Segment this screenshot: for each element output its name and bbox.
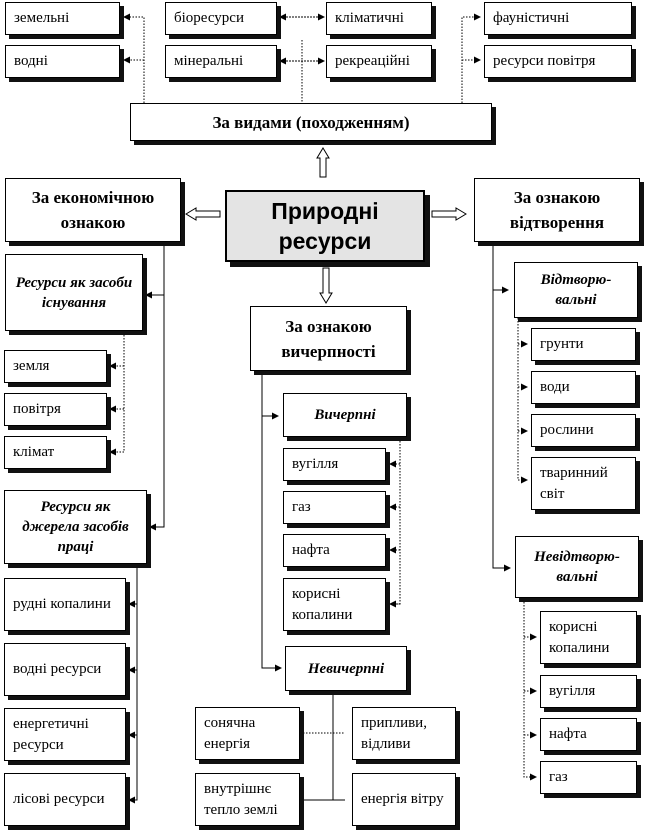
- subsistence-title: Ресурси як засоби існування: [15, 274, 133, 311]
- means-of-labor-item-label: енергетичні ресурси: [13, 715, 89, 753]
- central-node: Природні ресурси: [225, 190, 425, 262]
- means-of-labor-item: рудні копалини: [4, 578, 126, 631]
- renewable-item: води: [531, 371, 636, 404]
- type-item-label: водні: [14, 53, 48, 69]
- inexhaustible-item-label: енергія вітру: [361, 791, 444, 807]
- inexhaustible-item: припливи, відливи: [352, 707, 456, 760]
- means-of-labor-group: Ресурси як джерела засобів праці: [4, 490, 147, 564]
- economic-header: За економічною ознакою: [5, 178, 181, 242]
- means-of-labor-title: Ресурси як джерела засобів праці: [22, 499, 129, 555]
- type-item-label: земельні: [14, 10, 70, 26]
- central-node-label: Природні ресурси: [271, 198, 379, 254]
- type-item-label: рекреаційні: [335, 53, 410, 69]
- exhaustibility-title: За ознакою вичерпності: [281, 316, 376, 361]
- inexhaustible-item-label: припливи, відливи: [361, 714, 427, 752]
- type-item: ресурси повітря: [484, 45, 632, 78]
- nonrenewable-title: Невідтворю-вальні: [534, 549, 620, 585]
- exhaustible-item-label: газ: [292, 499, 311, 515]
- means-of-labor-item-label: водні ресурси: [13, 661, 102, 677]
- type-item: фауністичні: [484, 2, 632, 35]
- renewable-title: Відтворю-вальні: [540, 272, 612, 308]
- renewable-item: тваринний світ: [531, 457, 636, 510]
- type-item: мінеральні: [165, 45, 277, 78]
- type-item-label: біоресурси: [174, 10, 244, 26]
- type-item: біоресурси: [165, 2, 277, 35]
- inexhaustible-group: Невичерпні: [285, 646, 407, 691]
- type-item: кліматичні: [326, 2, 432, 35]
- economic-title: За економічною ознакою: [31, 188, 155, 232]
- nonrenewable-item-label: вугілля: [549, 683, 596, 699]
- renewable-item-label: рослини: [540, 422, 594, 438]
- nonrenewable-item: газ: [540, 761, 637, 794]
- type-item: рекреаційні: [326, 45, 432, 78]
- nonrenewable-item-label: газ: [549, 769, 568, 785]
- type-item: водні: [5, 45, 120, 78]
- renewable-item: грунти: [531, 328, 636, 361]
- exhaustible-item: корисні копалини: [283, 578, 386, 631]
- nonrenewable-item: нафта: [540, 718, 637, 751]
- subsistence-item-label: клімат: [13, 444, 55, 460]
- subsistence-item-label: земля: [13, 358, 50, 374]
- inexhaustible-item: сонячна енергія: [195, 707, 300, 760]
- means-of-labor-item: лісові ресурси: [4, 773, 126, 826]
- nonrenewable-group: Невідтворю-вальні: [515, 536, 639, 598]
- subsistence-group: Ресурси як засоби існування: [5, 254, 143, 331]
- renewal-title: За ознакою відтворення: [509, 188, 605, 232]
- by-type-header: За видами (походженням): [130, 103, 492, 141]
- subsistence-item: земля: [4, 350, 107, 383]
- renewable-group: Відтворю-вальні: [514, 262, 638, 318]
- exhaustible-group: Вичерпні: [283, 393, 407, 437]
- subsistence-item: повітря: [4, 393, 107, 426]
- renewal-header: За ознакою відтворення: [474, 178, 640, 242]
- nonrenewable-item-label: нафта: [549, 726, 587, 742]
- exhaustible-item-label: нафта: [292, 542, 330, 558]
- exhaustible-item: нафта: [283, 534, 386, 567]
- means-of-labor-item: енергетичні ресурси: [4, 708, 126, 761]
- nonrenewable-item-label: корисні копалини: [549, 618, 610, 656]
- type-item-label: фауністичні: [493, 10, 570, 26]
- nonrenewable-item: корисні копалини: [540, 611, 637, 664]
- nonrenewable-item: вугілля: [540, 675, 637, 708]
- inexhaustible-item: внутрішнє тепло землі: [195, 773, 300, 826]
- means-of-labor-item: водні ресурси: [4, 643, 126, 696]
- renewable-item-label: тваринний світ: [540, 464, 608, 502]
- inexhaustible-item-label: сонячна енергія: [204, 714, 256, 752]
- exhaustible-item: вугілля: [283, 448, 386, 481]
- type-item-label: мінеральні: [174, 53, 244, 69]
- inexhaustible-item: енергія вітру: [352, 773, 456, 826]
- exhaustible-item-label: корисні копалини: [292, 585, 353, 623]
- renewable-item: рослини: [531, 414, 636, 447]
- type-item-label: ресурси повітря: [493, 53, 596, 69]
- subsistence-item-label: повітря: [13, 401, 61, 417]
- inexhaustible-title: Невичерпні: [307, 660, 385, 677]
- renewable-item-label: грунти: [540, 336, 584, 352]
- subsistence-item: клімат: [4, 436, 107, 469]
- type-item-label: кліматичні: [335, 10, 404, 26]
- renewable-item-label: води: [540, 379, 570, 395]
- type-item: земельні: [5, 2, 120, 35]
- exhaustible-title: Вичерпні: [314, 407, 376, 423]
- exhaustibility-header: За ознакою вичерпності: [250, 306, 407, 371]
- exhaustible-item-label: вугілля: [292, 456, 339, 472]
- exhaustible-item: газ: [283, 491, 386, 524]
- by-type-title: За видами (походженням): [212, 112, 410, 132]
- means-of-labor-item-label: рудні копалини: [13, 596, 111, 612]
- inexhaustible-item-label: внутрішнє тепло землі: [204, 780, 278, 818]
- means-of-labor-item-label: лісові ресурси: [13, 791, 105, 807]
